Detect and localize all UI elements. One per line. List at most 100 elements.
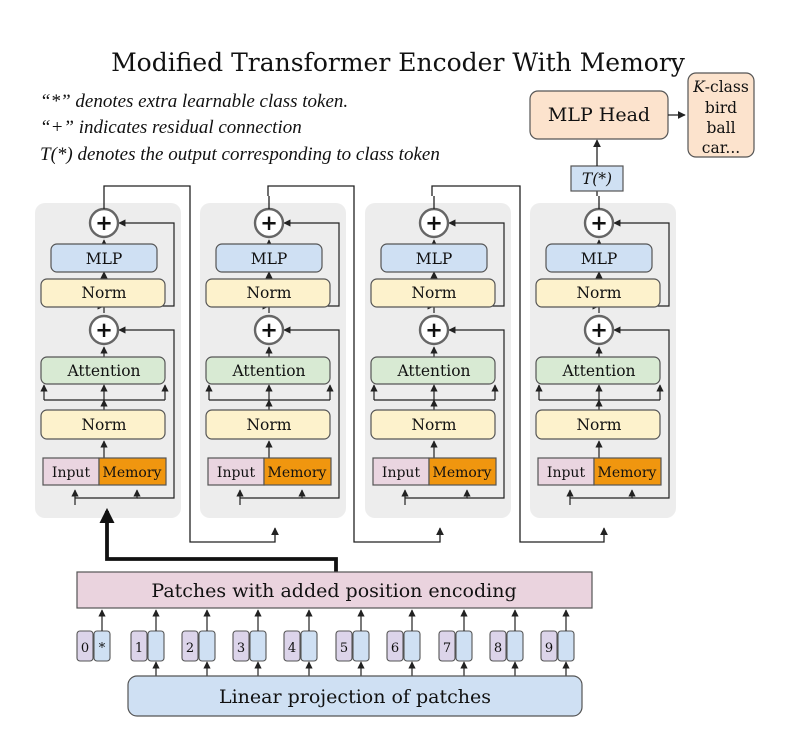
- input-bus: [569, 489, 636, 505]
- linear-projection-box: [127, 675, 583, 717]
- connector-2-to-3: [267, 185, 444, 543]
- memory-label: Memory: [103, 465, 162, 481]
- attention-label: Attention: [396, 362, 470, 380]
- connector-3-to-4: [431, 185, 608, 543]
- patch-encoding-box: [76, 571, 593, 609]
- note-residual: “+” indicates residual connection: [40, 117, 302, 138]
- note-class-token: “*” denotes extra learnable class token.: [40, 91, 348, 112]
- classes-box: [687, 72, 755, 158]
- mlp-box: [545, 243, 653, 273]
- norm-1-label: Norm: [81, 416, 126, 434]
- position-token-label: 5: [340, 641, 348, 656]
- input-bus: [404, 489, 471, 505]
- norm-2-box: [535, 278, 661, 308]
- attention-box: [535, 356, 661, 385]
- plus-1-symbol: +: [95, 318, 113, 342]
- plus-2-symbol: +: [95, 211, 113, 235]
- residual-2: [103, 219, 175, 313]
- position-token-label: 6: [391, 641, 399, 656]
- position-token: [76, 630, 94, 662]
- residual-plus-1: [583, 314, 615, 346]
- token-pair-6: 6: [386, 609, 421, 676]
- residual-1: [448, 326, 505, 499]
- norm-2-box: [40, 278, 166, 308]
- token-pair-1: 1: [130, 609, 165, 676]
- connector-1-to-2: [103, 185, 279, 543]
- classes-title: K-class: [692, 78, 749, 96]
- position-token: [386, 630, 404, 662]
- norm-1-label: Norm: [411, 416, 456, 434]
- plus-2-symbol: +: [260, 211, 278, 235]
- block-arrows: [205, 219, 340, 505]
- residual-plus-1: [253, 314, 285, 346]
- residual-plus-1: [418, 314, 450, 346]
- norm-1-box: [535, 409, 661, 440]
- input-bus: [239, 489, 306, 505]
- input-label: Input: [382, 465, 421, 481]
- position-token: [335, 630, 353, 662]
- class-bird: bird: [705, 99, 737, 117]
- residual-2: [268, 219, 340, 313]
- residual-1: [118, 326, 175, 499]
- norm-1-label: Norm: [576, 416, 621, 434]
- plus-2-symbol: +: [590, 211, 608, 235]
- position-token: [283, 630, 301, 662]
- mlp-label: MLP: [581, 250, 618, 268]
- token-pair-7: 7: [438, 609, 473, 676]
- memory-label: Memory: [268, 465, 327, 481]
- residual-1: [613, 326, 670, 499]
- position-token-label: 8: [494, 641, 502, 656]
- patch-token: [506, 630, 524, 662]
- position-token-label: 3: [237, 641, 245, 656]
- input-label: Input: [217, 465, 256, 481]
- mlp-label: MLP: [416, 250, 453, 268]
- t-output-box: [570, 165, 624, 192]
- token-pair-3: 3: [232, 609, 267, 676]
- patches-to-block1-arrow: [99, 507, 338, 572]
- diagram-title: Modified Transformer Encoder With Memory: [111, 48, 686, 77]
- token-pair-9: 9: [540, 609, 575, 676]
- mlp-box: [50, 243, 158, 273]
- mlp-label: MLP: [251, 250, 288, 268]
- position-token-label: 9: [545, 641, 553, 656]
- patch-token: [300, 630, 318, 662]
- position-token-label: 1: [135, 641, 143, 656]
- norm-2-label: Norm: [576, 284, 621, 302]
- plus-1-symbol: +: [425, 318, 443, 342]
- norm-2-box: [205, 278, 331, 308]
- class-token-label: *: [99, 641, 106, 656]
- class-ball: ball: [706, 119, 735, 137]
- plus-1-symbol: +: [260, 318, 278, 342]
- attention-label: Attention: [66, 362, 140, 380]
- memory-cell: [263, 457, 332, 486]
- token-pair-0: 0*: [76, 609, 111, 662]
- mlp-head-label: MLP Head: [548, 104, 650, 126]
- position-token: [232, 630, 250, 662]
- mlp-box: [380, 243, 488, 273]
- patch-encoding-label: Patches with added position encoding: [151, 580, 516, 602]
- input-bus: [74, 489, 141, 505]
- norm-2-label: Norm: [81, 284, 126, 302]
- patch-token: [455, 630, 473, 662]
- residual-2: [598, 219, 670, 313]
- linear-projection-label: Linear projection of patches: [219, 686, 491, 708]
- input-cell: [537, 457, 595, 486]
- attention-label: Attention: [231, 362, 305, 380]
- norm-1-box: [205, 409, 331, 440]
- norm-1-box: [40, 409, 166, 440]
- norm-1-box: [370, 409, 496, 440]
- token-pair-4: 4: [283, 609, 318, 676]
- position-token: [181, 630, 199, 662]
- attention-box: [40, 356, 166, 385]
- patch-token: [198, 630, 216, 662]
- t-output-label: T(*): [582, 170, 612, 188]
- position-token-label: 4: [288, 641, 296, 656]
- mlp-label: MLP: [86, 250, 123, 268]
- memory-label: Memory: [598, 465, 657, 481]
